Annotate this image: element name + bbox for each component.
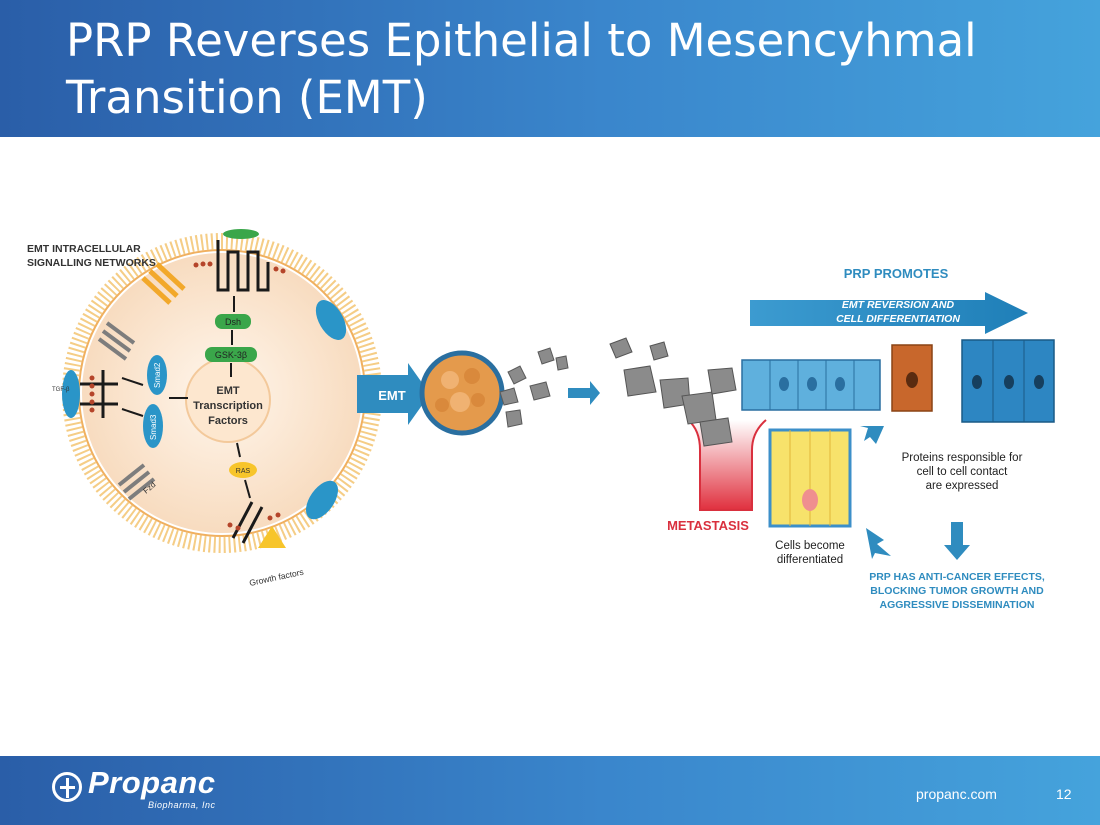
dsh-protein <box>215 314 251 329</box>
slide-title: PRP Reverses Epithelial to Mesencyhmal T… <box>66 14 977 124</box>
growth-factor-triangle <box>258 526 286 548</box>
emt-arrow-label: EMT <box>378 388 406 403</box>
propanc-logo: Propanc Biopharma, Inc <box>52 765 252 813</box>
reversion-arrow: EMT REVERSION AND CELL DIFFERENTIATION <box>750 292 1028 334</box>
receptor-right-bottom <box>306 480 338 520</box>
factors-label-3: Factors <box>208 415 248 427</box>
factors-label-1: EMT <box>216 385 240 397</box>
epithelial-layer <box>741 359 881 411</box>
smad2-label: Smad2 <box>153 362 162 388</box>
dispersing-cells <box>499 347 569 428</box>
ras-protein <box>229 462 257 478</box>
membrane-bars-gray-top <box>97 321 136 361</box>
logo-name: Propanc <box>88 765 216 800</box>
smad3-label: Smad3 <box>149 414 158 440</box>
anti-cancer-label-1: PRP HAS ANTI-CANCER EFFECTS, <box>869 571 1045 583</box>
smad2-protein <box>147 355 167 395</box>
tgf-receptor <box>80 370 118 418</box>
prp-promotes-label: PRP PROMOTES <box>844 266 949 281</box>
gsk-label: GSK-3β <box>215 350 247 360</box>
signalling-cell: EMT INTRACELLULAR SIGNALLING NETWORKS TG… <box>27 229 382 588</box>
footer-bar <box>0 756 1100 825</box>
dsh-label: Dsh <box>225 317 241 327</box>
proteins-label-1: Proteins responsible for <box>902 452 1023 464</box>
page-number: 12 <box>1056 786 1072 802</box>
proteins-label-2: cell to cell contact <box>917 466 1009 478</box>
reversion-label-1: EMT REVERSION AND <box>842 299 955 311</box>
junction-cells <box>961 339 1055 423</box>
transmembrane-receptor-top <box>216 240 270 292</box>
ligand-top <box>223 229 259 239</box>
smad3-protein <box>143 404 163 448</box>
migration-arrow <box>568 381 600 405</box>
cells-label-1: Cells become <box>775 540 845 552</box>
differentiated-tissue <box>768 428 852 528</box>
growth-factor-receptor <box>231 501 264 544</box>
website-link[interactable]: propanc.com <box>916 786 997 802</box>
cell-heading-1: EMT INTRACELLULAR <box>27 243 141 255</box>
cell-arrows <box>121 296 251 499</box>
title-bar: PRP Reverses Epithelial to Mesencyhmal T… <box>0 0 1100 137</box>
result-arrows <box>860 426 970 560</box>
receptor-right-top <box>315 300 347 340</box>
emt-arrow: EMT <box>357 363 430 425</box>
tumor-mass <box>419 350 505 436</box>
metastasis-label: METASTASIS <box>667 518 749 533</box>
gsk-protein <box>205 347 257 362</box>
membrane-bars-gray-bottom <box>117 463 156 501</box>
metastasis-group: METASTASIS <box>609 337 767 533</box>
anti-cancer-label-3: AGGRESSIVE DISSEMINATION <box>880 599 1035 611</box>
factors-label-2: Transcription <box>193 400 263 412</box>
membrane-dots <box>89 261 286 531</box>
cell-heading-2: SIGNALLING NETWORKS <box>27 257 156 269</box>
membrane-bars-yellow <box>141 262 186 305</box>
ras-label: RAS <box>236 468 251 475</box>
reversion-label-2: CELL DIFFERENTIATION <box>836 313 960 325</box>
tgf-label: TGF-β <box>52 387 70 393</box>
single-epithelial-cell <box>891 344 933 412</box>
anti-cancer-label-2: BLOCKING TUMOR GROWTH AND <box>870 585 1044 597</box>
propanc-logo-icon <box>52 772 82 802</box>
growth-factors-label: Growth factors <box>248 567 304 588</box>
proteins-label-3: are expressed <box>926 480 999 492</box>
receptor-left <box>62 370 80 418</box>
logo-subtitle: Biopharma, Inc <box>148 800 216 810</box>
invading-cells <box>609 337 737 447</box>
cells-label-2: differentiated <box>777 554 843 566</box>
